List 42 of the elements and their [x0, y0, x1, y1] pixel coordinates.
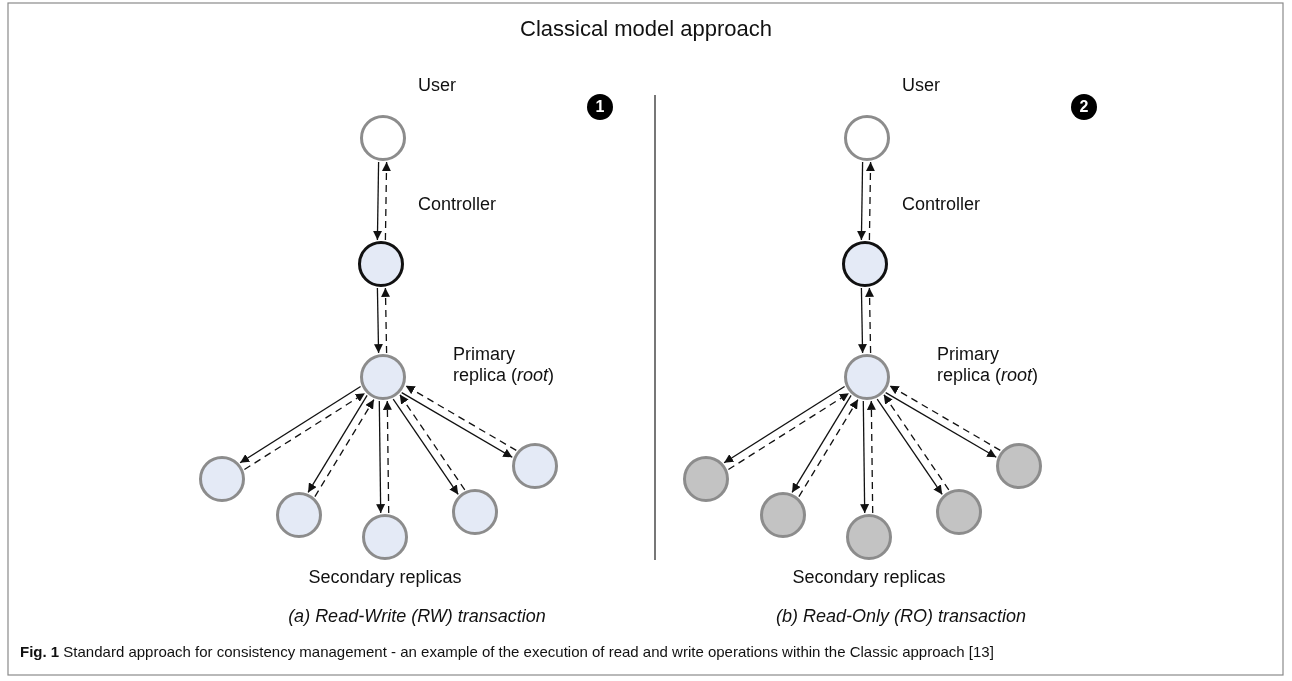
arrow	[239, 385, 362, 464]
node-label: Controller	[418, 194, 497, 215]
group-label: Secondary replicas	[791, 567, 947, 588]
arrow	[382, 400, 392, 514]
node-label: User	[418, 75, 456, 96]
arrow	[399, 393, 466, 491]
arrow	[798, 398, 859, 498]
node-label: Primary replica (root)	[453, 344, 556, 386]
arrow	[376, 400, 386, 514]
panel-caption: (a) Read-Write (RW) transaction	[287, 606, 547, 627]
arrow	[727, 392, 850, 471]
arrow	[883, 393, 950, 491]
panel-caption: (b) Read-Only (RO) transaction	[774, 606, 1028, 627]
arrow	[865, 161, 875, 241]
arrow	[885, 391, 997, 458]
arrow	[373, 287, 383, 354]
arrow	[857, 287, 867, 354]
arrow	[381, 161, 391, 241]
arrow	[373, 161, 383, 241]
arrow	[405, 385, 517, 452]
node-label: User	[902, 75, 940, 96]
arrow	[866, 400, 876, 514]
node-label: Controller	[902, 194, 981, 215]
arrow	[392, 398, 459, 496]
arrow	[723, 385, 846, 464]
arrow	[876, 398, 943, 496]
arrow	[314, 398, 375, 498]
arrow	[889, 385, 1001, 452]
number-badge: 1	[587, 94, 613, 120]
arrow	[865, 287, 875, 354]
diagram-title: Classical model approach	[519, 16, 773, 42]
arrow	[860, 400, 870, 514]
number-badge: 2	[1071, 94, 1097, 120]
arrow	[243, 392, 366, 471]
arrow	[791, 394, 852, 494]
group-label: Secondary replicas	[307, 567, 463, 588]
arrow	[307, 394, 368, 494]
arrow	[401, 391, 513, 458]
arrow	[381, 287, 391, 354]
node-label: Primary replica (root)	[937, 344, 1040, 386]
figure-caption: Fig. 1 Standard approach for consistency management - an example of the execution of read and write operations within the Classic approach [13]	[20, 643, 995, 661]
arrow	[857, 161, 867, 241]
